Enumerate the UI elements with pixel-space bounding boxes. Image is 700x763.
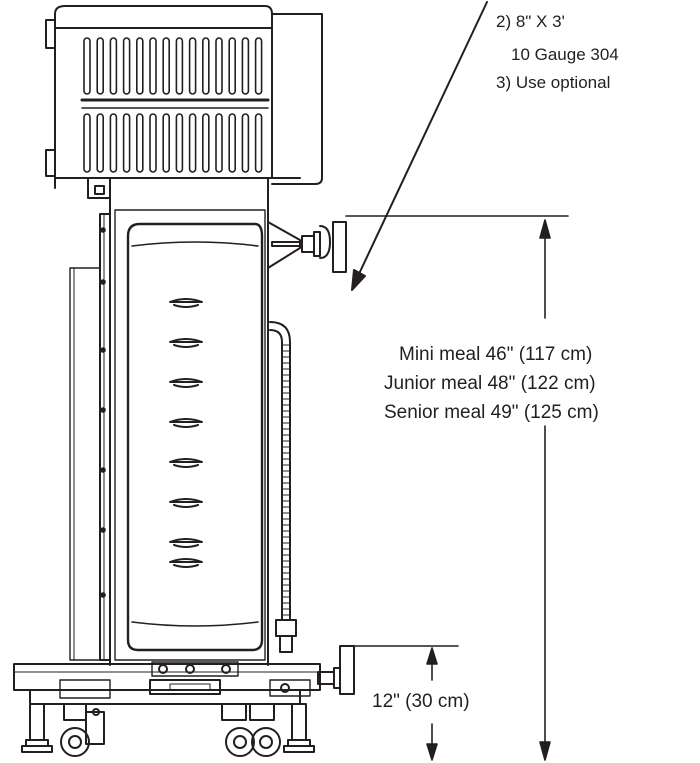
height-dimension-line <box>345 215 569 761</box>
vent-slot <box>202 113 210 173</box>
vent-slot <box>149 113 157 173</box>
vent-slot <box>241 113 250 173</box>
vent-slot <box>188 37 197 95</box>
vent-slot <box>175 37 184 95</box>
height-label-mini: Mini meal 46" (117 cm) <box>399 344 593 365</box>
vent-slot <box>254 37 263 95</box>
shelf-handle <box>169 298 203 308</box>
height-label-junior: Junior meal 48" (122 cm) <box>384 373 596 394</box>
wall-block <box>332 221 347 273</box>
vent-slot <box>122 37 131 95</box>
note-line-2-gauge: 10 Gauge 304 <box>511 45 619 64</box>
vent-slot <box>241 37 250 95</box>
vent-slot <box>215 37 223 95</box>
shelf-handle <box>169 538 203 548</box>
vent-slot <box>228 37 236 95</box>
leg-dimension-line <box>344 645 459 761</box>
vent-slot <box>83 37 91 95</box>
base-frame <box>13 645 355 705</box>
vent-slot <box>254 113 263 173</box>
vent-slot <box>228 113 236 173</box>
cabinet <box>114 209 266 661</box>
shelf-handle <box>169 338 203 348</box>
vent-slot <box>188 113 197 173</box>
vent-slot <box>136 113 144 173</box>
shelf-handle <box>169 498 203 508</box>
left-door <box>69 213 111 661</box>
leg-height-label: 12" (30 cm) <box>372 691 470 712</box>
vent-slot <box>162 113 170 173</box>
shelf-handle <box>169 378 203 388</box>
casters <box>60 703 281 757</box>
shelf-handles <box>169 298 203 568</box>
height-label-senior: Senior meal 49" (125 cm) <box>384 402 599 423</box>
pointer-arrow <box>351 1 488 291</box>
vent-slot <box>122 113 131 173</box>
side-bracket <box>267 221 331 269</box>
side-hose <box>269 321 297 653</box>
shelf-handle <box>169 558 203 568</box>
note-line-3: 3) Use optional <box>496 73 611 92</box>
vent-slot <box>96 113 104 173</box>
shelf-handle <box>169 458 203 468</box>
note-line-2: 2) 8" X 3' <box>496 12 565 31</box>
vent-slot <box>202 37 210 95</box>
vent-slot <box>215 113 223 173</box>
shelf-handle <box>169 418 203 428</box>
vent-slot <box>175 113 184 173</box>
vent-slot <box>83 113 91 173</box>
vent-slot <box>96 37 104 95</box>
vent-slot <box>136 37 144 95</box>
vent-slot <box>109 113 118 173</box>
vent-slot <box>149 37 157 95</box>
legs <box>21 703 315 753</box>
hood <box>45 5 323 189</box>
vent-slot <box>109 37 118 95</box>
vent-slot <box>162 37 170 95</box>
hood-vents <box>80 37 270 173</box>
